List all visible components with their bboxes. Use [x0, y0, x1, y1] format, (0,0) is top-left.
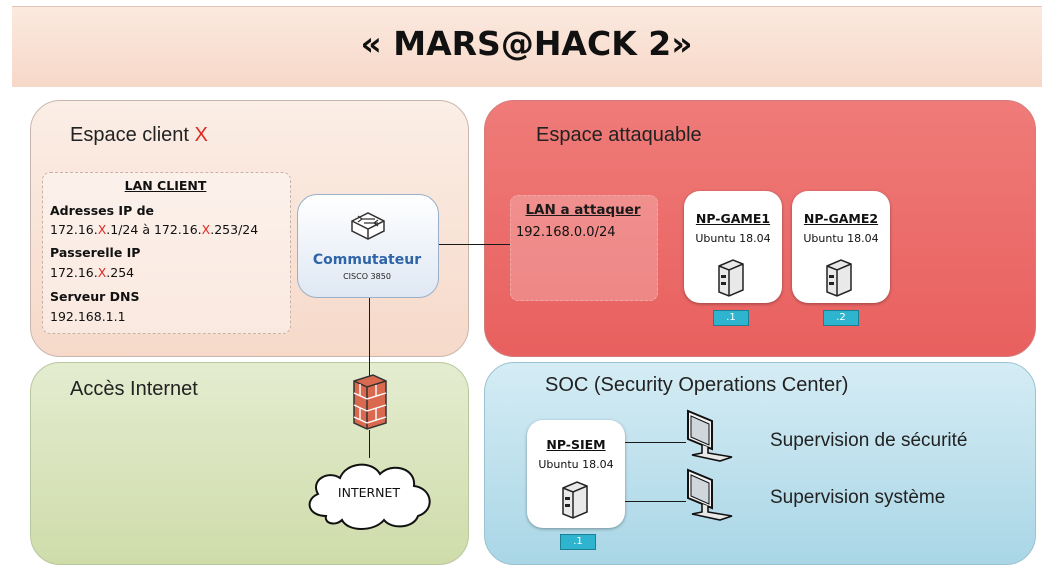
title-banner — [12, 6, 1042, 87]
ip-range-part: 172.16. — [50, 222, 98, 237]
zone-internet-title: Accès Internet — [70, 378, 198, 400]
lan-client-header: LAN CLIENT — [124, 178, 207, 193]
server-icon — [718, 259, 744, 297]
zone-attack-title: Espace attaquable — [536, 124, 702, 146]
link-siem-monitor-1 — [624, 442, 686, 443]
lan-attack-subnet: 192.168.0.0/24 — [516, 225, 616, 240]
switch-icon — [351, 212, 385, 240]
switch-card — [297, 194, 439, 298]
lan-client-dns-label: Serveur DNS — [50, 289, 140, 304]
ip-badge: .1 — [560, 534, 596, 550]
monitor-icon — [687, 409, 733, 462]
soc-monitor-label: Supervision de sécurité — [770, 430, 968, 451]
page-title: « MARS@HACK 2» — [360, 24, 693, 63]
ip-range-part: .253/24 — [210, 222, 259, 237]
link-firewall-internet — [369, 430, 370, 458]
zone-client-title-text: Espace client — [70, 124, 195, 146]
internet-cloud-icon — [308, 463, 431, 530]
gateway-x: X — [97, 265, 107, 280]
firewall-icon — [353, 374, 387, 430]
link-switch-firewall — [369, 296, 370, 376]
switch-model: CISCO 3850 — [343, 272, 391, 281]
lan-client-ip-range: 172.16.X.1/24 à 172.16.X.253/24 — [50, 222, 258, 237]
client-x-marker: X — [194, 124, 208, 146]
lan-client-gateway-label: Passerelle IP — [50, 245, 141, 260]
server-icon — [826, 259, 852, 297]
ip-badge: .1 — [713, 310, 749, 326]
siem-os: Ubuntu 18.04 — [538, 458, 614, 471]
zone-soc-title: SOC (Security Operations Center) — [545, 374, 849, 396]
gateway-part: 172.16. — [50, 265, 98, 280]
ip-badge: .2 — [823, 310, 859, 326]
internet-label: INTERNET — [337, 485, 401, 500]
link-siem-monitor-2 — [624, 501, 686, 502]
lan-client-ip-label: Adresses IP de — [50, 203, 155, 218]
server-name: NP-GAME2 — [803, 211, 879, 226]
server-icon — [562, 481, 588, 519]
lan-attack-header: LAN a attaquer — [525, 202, 641, 218]
ip-range-x: X — [201, 222, 211, 237]
server-name: NP-GAME1 — [695, 211, 771, 226]
ip-range-part: .1/24 à 172.16. — [106, 222, 202, 237]
zone-internet-access — [30, 362, 469, 565]
lan-client-dns: 192.168.1.1 — [50, 309, 126, 324]
lan-client-gateway: 172.16.X.254 — [50, 265, 134, 280]
siem-name: NP-SIEM — [546, 437, 606, 452]
monitor-icon — [687, 468, 733, 521]
soc-monitor-label: Supervision système — [770, 487, 946, 508]
switch-label: Commutateur — [312, 252, 422, 268]
lan-attack-box — [510, 195, 658, 301]
server-os: Ubuntu 18.04 — [695, 232, 771, 245]
link-switch-lan-attack — [437, 244, 511, 245]
ip-range-x: X — [97, 222, 107, 237]
lan-client-box — [42, 172, 291, 334]
server-os: Ubuntu 18.04 — [803, 232, 879, 245]
gateway-part: .254 — [106, 265, 135, 280]
zone-client-title: Espace client X — [70, 124, 208, 147]
